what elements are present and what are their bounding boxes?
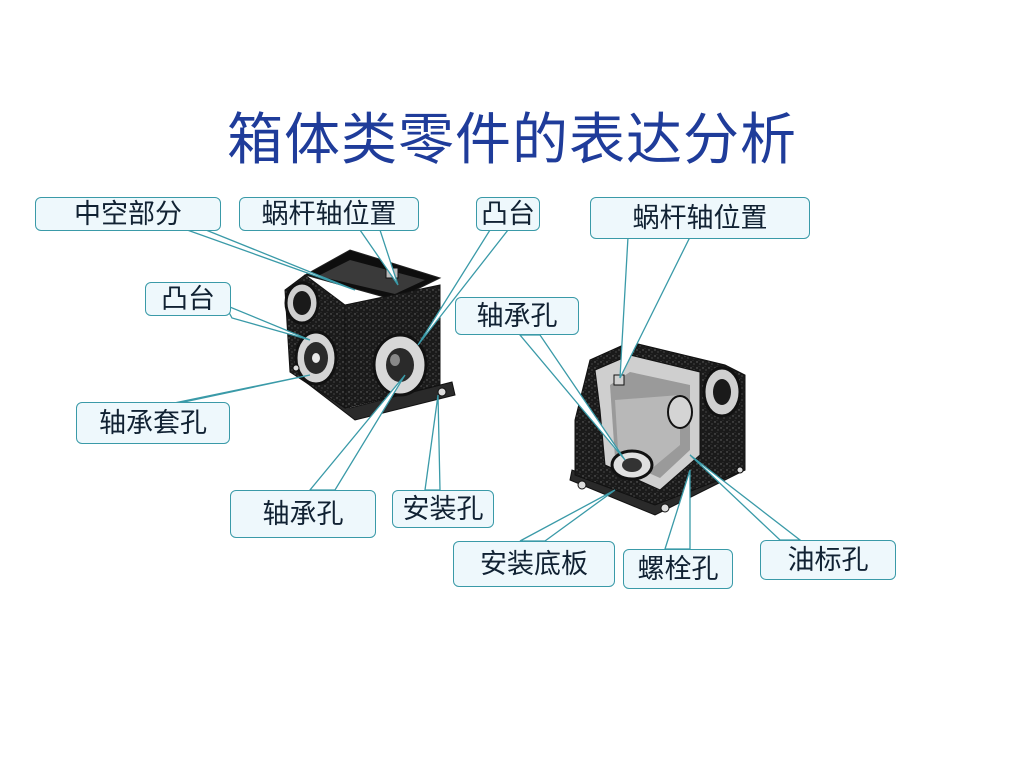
label-bearing-sleeve-hole: 轴承套孔 xyxy=(76,402,230,444)
leader-hollow-part xyxy=(176,226,355,290)
right-gearbox-image xyxy=(570,342,745,515)
label-boss-top: 凸台 xyxy=(476,197,540,231)
left-gearbox-image xyxy=(285,250,455,420)
label-bolt-hole: 螺栓孔 xyxy=(623,549,733,589)
label-worm-shaft-position-right: 蜗杆轴位置 xyxy=(590,197,810,239)
label-hollow-part: 中空部分 xyxy=(35,197,221,231)
label-mounting-base-plate: 安装底板 xyxy=(453,541,615,587)
label-worm-shaft-position-left: 蜗杆轴位置 xyxy=(239,197,419,231)
label-bearing-hole-right: 轴承孔 xyxy=(455,297,579,335)
leader-mounting-hole xyxy=(425,395,440,490)
label-mounting-hole: 安装孔 xyxy=(392,490,494,528)
label-bearing-hole-left: 轴承孔 xyxy=(230,490,376,538)
label-boss-left: 凸台 xyxy=(145,282,231,316)
label-oil-gauge-hole: 油标孔 xyxy=(760,540,896,580)
leader-base-plate xyxy=(520,490,615,541)
